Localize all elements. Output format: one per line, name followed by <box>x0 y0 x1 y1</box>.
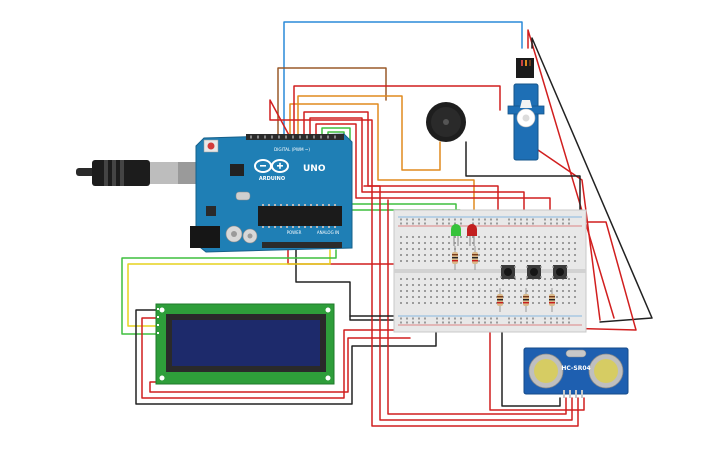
wire-red-bottom-1 <box>269 99 579 427</box>
arduino-brand-label: ARDUINO <box>259 176 285 182</box>
wire-green-scl <box>121 249 337 335</box>
wire-black-gnd <box>295 249 411 321</box>
wire-red-5v <box>287 249 411 265</box>
usb-chip <box>230 164 244 176</box>
led-red <box>467 224 477 246</box>
resistors <box>452 246 555 312</box>
lcd-16x2-display <box>155 303 335 385</box>
push-buttons <box>500 265 568 279</box>
ultrasonic-sensor: HC-SR04 <box>523 347 629 398</box>
resistor-button-2 <box>523 288 529 312</box>
push-button-2[interactable] <box>526 265 542 279</box>
digital-header <box>246 134 344 140</box>
wire-red-1 <box>293 85 501 138</box>
digital-header-label: DIGITAL (PWM ~) <box>274 147 310 152</box>
resistor-button-3 <box>549 288 555 312</box>
usb-plug-icon <box>76 157 217 189</box>
resistor-button-1 <box>497 288 503 312</box>
arduino-logo <box>254 159 289 173</box>
wire-black-servo <box>531 37 653 323</box>
wire-red-lcd-vcc <box>141 317 411 399</box>
led-green <box>451 224 461 246</box>
resistor-led-green <box>452 246 458 270</box>
wire-orange-led <box>289 103 475 223</box>
power-analog-header <box>262 242 342 248</box>
wire-red-3 <box>309 117 525 259</box>
wire-yellow-sda <box>127 249 331 327</box>
power-header-label: POWER <box>287 230 302 235</box>
push-button-1[interactable] <box>500 265 516 279</box>
wire-brown <box>277 67 387 138</box>
wire-red-rail-right <box>559 221 637 331</box>
wire-blue-servo <box>283 21 523 138</box>
push-button-3[interactable] <box>552 265 568 279</box>
wires <box>121 21 653 427</box>
wire-red-lcd-2 <box>149 337 411 393</box>
wire-orange-buzzer <box>297 95 441 171</box>
atmega-chip <box>258 206 342 226</box>
buzzer-icon <box>426 102 466 142</box>
arduino-model-label: UNO <box>303 164 326 174</box>
wire-red-sensor <box>489 319 585 411</box>
arduino-uno-board: DIGITAL (PWM ~) ARDUINO UNO <box>190 133 353 253</box>
wire-red-servo-2 <box>537 149 601 321</box>
analog-header-label: ANALOG IN <box>317 230 339 235</box>
wire-black-buzzer <box>465 141 581 241</box>
wire-red-bottom-3 <box>387 199 567 415</box>
ultrasonic-label: HC-SR04 <box>561 365 590 372</box>
wire-black-lcd-gnd <box>135 309 437 405</box>
power-jack <box>190 226 220 248</box>
wire-red-bottom-2 <box>363 185 573 421</box>
servo-motor-icon <box>507 58 545 161</box>
lcd-screen <box>172 320 320 366</box>
resistor-led-red <box>472 246 478 270</box>
wire-red-4 <box>315 123 551 259</box>
